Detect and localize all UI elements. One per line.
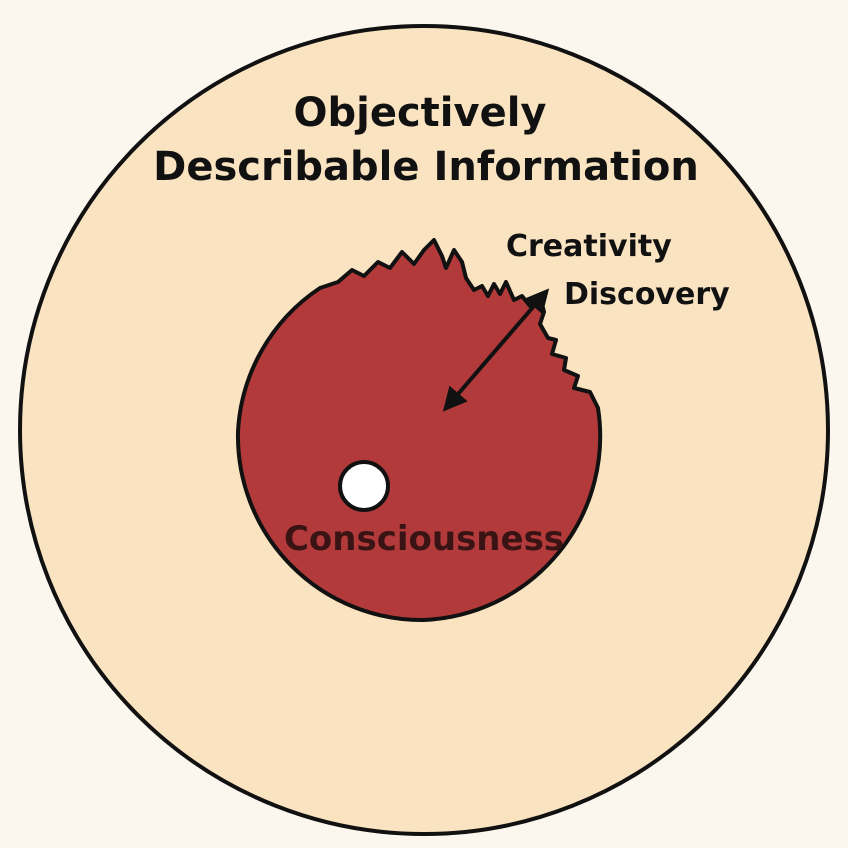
creativity-label: Creativity — [506, 229, 672, 264]
outer-label-line2: Describable Information — [153, 144, 699, 190]
outer-label-line1: Objectively — [293, 90, 546, 136]
frontier-arrow — [442, 288, 550, 412]
discovery-label: Discovery — [564, 277, 730, 312]
consciousness-dot — [338, 460, 390, 512]
consciousness-label: Consciousness — [284, 519, 564, 559]
